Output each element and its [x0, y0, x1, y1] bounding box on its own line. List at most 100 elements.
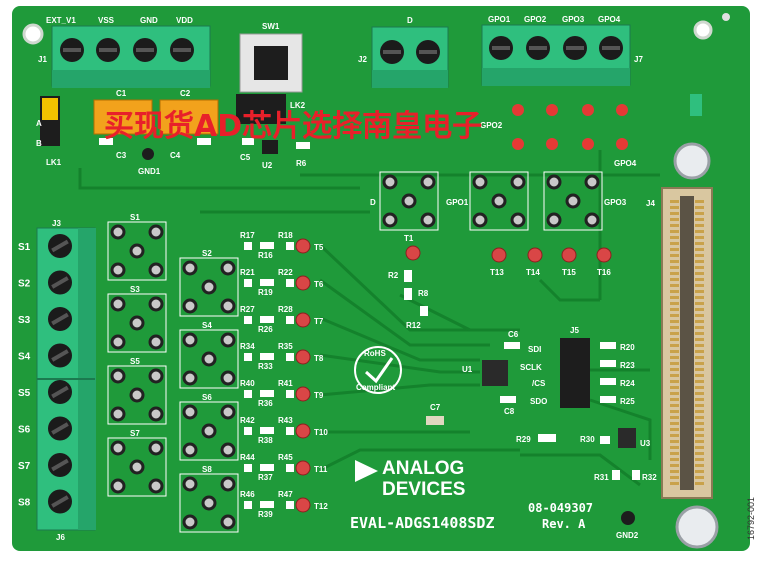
switch-test-point	[129, 387, 145, 403]
label-gnd: GND	[140, 16, 158, 25]
resistor	[244, 501, 252, 509]
switch-label: S4	[202, 321, 212, 330]
resistor	[244, 464, 252, 472]
label-lk-a: A	[36, 119, 42, 128]
label-sw1: SW1	[262, 22, 280, 31]
label-rohs: RoHS	[364, 349, 386, 358]
j4-pin	[670, 350, 679, 353]
res-r31	[612, 470, 620, 480]
rohs-logo	[354, 346, 402, 394]
res-r6	[296, 142, 310, 149]
tp-t13	[491, 247, 507, 263]
j4-pin	[695, 260, 704, 263]
j4-pin	[670, 410, 679, 413]
j4-pin	[670, 380, 679, 383]
switch-test-point	[220, 476, 236, 492]
label-gnd2: GND2	[616, 531, 639, 540]
res-label: R47	[278, 490, 293, 499]
tp-gnd1	[142, 148, 154, 160]
resistor	[260, 279, 274, 286]
switch-test-point	[201, 423, 217, 439]
test-point-label: T8	[314, 354, 324, 363]
label-j1: J1	[38, 55, 47, 64]
switch-outline	[179, 257, 239, 317]
label-d-top: D	[407, 16, 413, 25]
label-r2: R2	[388, 271, 399, 280]
label-gpo4-led: GPO4	[614, 159, 637, 168]
j4-pin	[670, 374, 679, 377]
j4-pin	[695, 212, 704, 215]
j4-pin	[695, 374, 704, 377]
test-point-label: T7	[314, 317, 324, 326]
label-vss: VSS	[98, 16, 115, 25]
brand-analog: ANALOG	[382, 458, 464, 479]
label-r20: R20	[620, 343, 635, 352]
mount-hole-tr	[693, 20, 713, 40]
cap-c8	[500, 396, 516, 403]
terminal-j2-lip	[372, 70, 448, 88]
test-point-label: T9	[314, 391, 324, 400]
lk2-header	[236, 94, 286, 124]
res-r2	[404, 270, 412, 282]
left-pin-label: S2	[18, 279, 31, 290]
j4-pin	[670, 392, 679, 395]
switch-test-point	[110, 406, 126, 422]
resistor	[260, 390, 274, 397]
j4-pin	[695, 332, 704, 335]
left-screw-slot	[51, 495, 69, 508]
left-screw-slot	[51, 349, 69, 362]
switch-test-point	[182, 332, 198, 348]
res-label: R27	[240, 305, 255, 314]
label-c3: C3	[116, 151, 127, 160]
j4-pin	[670, 434, 679, 437]
j4-pin	[695, 386, 704, 389]
res-r29	[538, 434, 556, 442]
resistor	[286, 316, 294, 324]
j4-pin	[695, 476, 704, 479]
switch-test-point	[220, 260, 236, 276]
j4-pin	[670, 332, 679, 335]
switch-test-point	[182, 370, 198, 386]
label-r30: R30	[580, 435, 595, 444]
traces	[78, 150, 660, 487]
label-r32: R32	[642, 473, 657, 482]
ic-u1	[482, 360, 508, 386]
j4-pin	[670, 386, 679, 389]
label-j2: J2	[358, 55, 367, 64]
j4-pin	[695, 398, 704, 401]
left-screw-slot	[51, 276, 69, 289]
label-j4: J4	[646, 199, 655, 208]
tp-group-d	[379, 171, 439, 231]
rohs-check-icon	[364, 357, 394, 384]
j4-pin	[695, 416, 704, 419]
resistor	[244, 316, 252, 324]
j4-pin	[670, 260, 679, 263]
res-label: R22	[278, 268, 293, 277]
resistor	[286, 353, 294, 361]
res-label: R17	[240, 231, 255, 240]
res-r30	[600, 436, 610, 444]
j4-pin	[695, 320, 704, 323]
board-name: EVAL-ADGS1408SDZ	[350, 514, 495, 532]
j4-pin	[695, 326, 704, 329]
res-r12	[420, 306, 428, 316]
j4-pin	[695, 302, 704, 305]
label-gpo3-top: GPO3	[562, 15, 585, 24]
switch-test-point	[110, 262, 126, 278]
label-r25: R25	[620, 397, 635, 406]
label-gpo2-led: GPO2	[480, 121, 503, 130]
j4-pin	[670, 326, 679, 329]
standoff-bottom	[675, 505, 719, 549]
resistor	[286, 242, 294, 250]
j4-pin	[695, 470, 704, 473]
j4-pin	[695, 272, 704, 275]
label-u1: U1	[462, 365, 473, 374]
label-gpo3-mid: GPO3	[604, 198, 627, 207]
j4-pin	[695, 392, 704, 395]
switch-test-point	[148, 296, 164, 312]
tp-t16	[596, 247, 612, 263]
label-r24: R24	[620, 379, 635, 388]
ic-u2	[262, 140, 278, 154]
switch-label: S6	[202, 393, 212, 402]
switch-test-point	[182, 442, 198, 458]
